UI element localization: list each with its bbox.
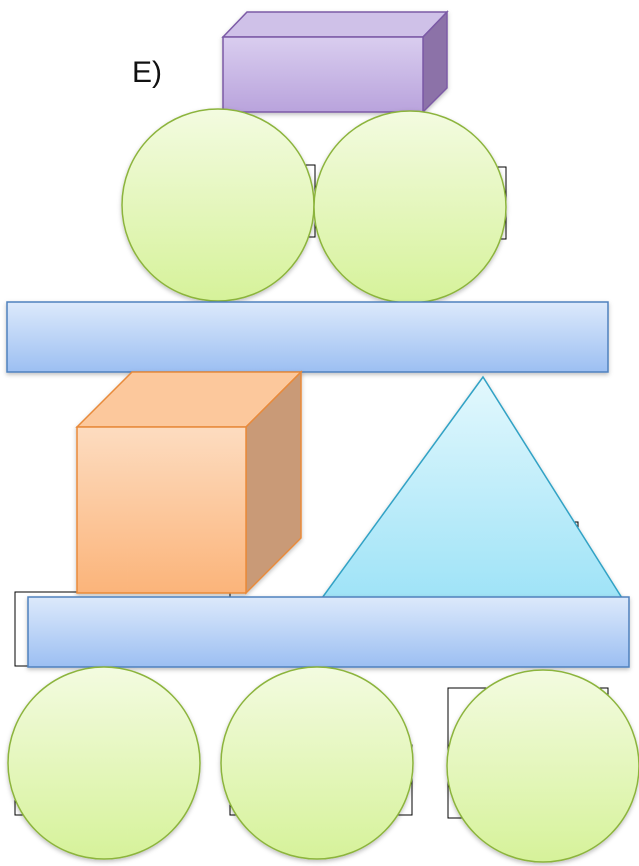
circle [8,667,200,859]
rectangular-prism [223,12,447,112]
circle [314,111,506,303]
circle [221,667,413,859]
upper-bar [7,302,608,372]
prism-top-face [223,12,447,37]
prism-front-face [223,37,423,112]
lower-bar [28,597,629,667]
cube [77,372,301,593]
circle [122,109,314,301]
triangle [322,377,622,598]
upper-circles [122,109,506,303]
cube-front-face [77,427,246,593]
circle [447,670,639,862]
lower-circles [8,667,639,862]
